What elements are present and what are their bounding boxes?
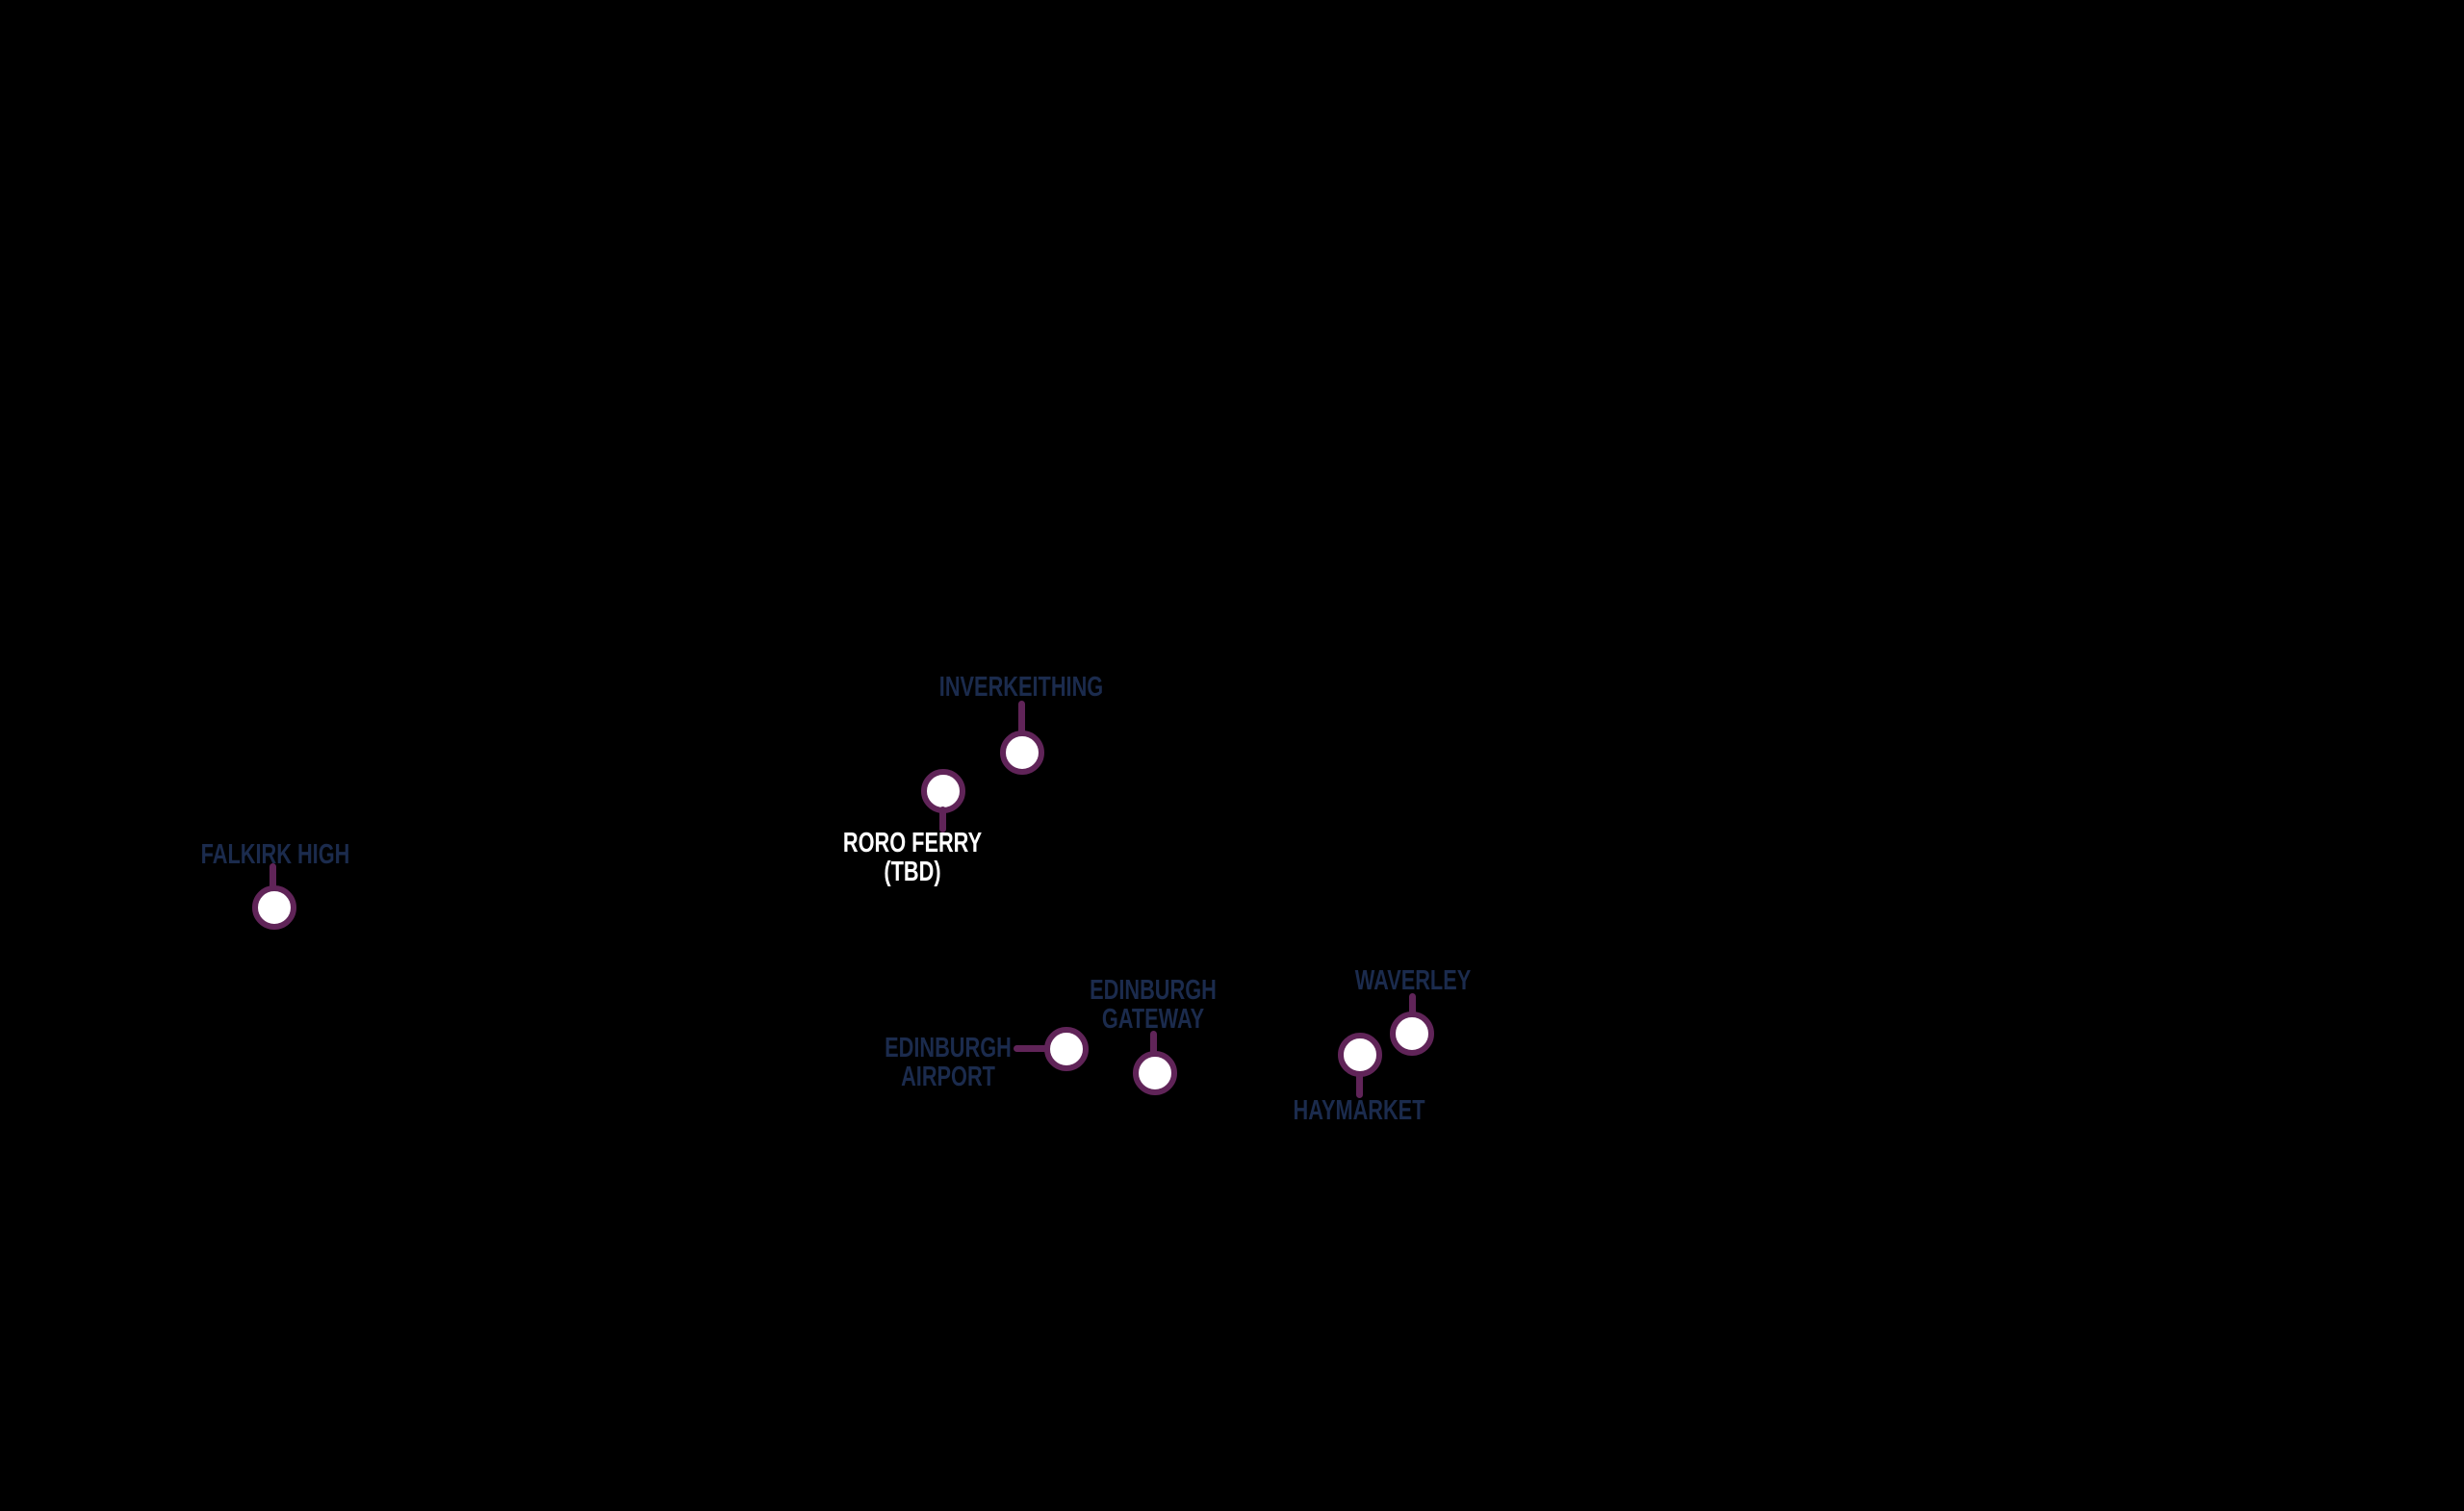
station-marker bbox=[1133, 1051, 1177, 1095]
station-label: HAYMARKET bbox=[1294, 1096, 1425, 1125]
station-label-line: WAVERLEY bbox=[1354, 965, 1472, 996]
station-stem-line bbox=[1356, 1072, 1363, 1098]
station-label-line: INVERKEITHING bbox=[938, 672, 1104, 703]
station-label-line: AIRPORT bbox=[901, 1062, 995, 1092]
station-label: EDINBURGH AIRPORT bbox=[885, 1034, 1012, 1091]
station-marker bbox=[1000, 730, 1044, 775]
station-label: INVERKEITHING bbox=[939, 673, 1103, 702]
station-marker bbox=[1338, 1033, 1382, 1077]
station-marker bbox=[921, 769, 965, 813]
station-label-line: EDINBURGH bbox=[885, 1033, 1012, 1063]
station-label: FALKIRK HIGH bbox=[201, 840, 350, 869]
station-stem-line bbox=[1150, 1031, 1157, 1055]
station-stem-line bbox=[1409, 993, 1416, 1015]
station-label: RORO FERRY (TBD) bbox=[843, 829, 982, 886]
station-label-line: (TBD) bbox=[884, 857, 941, 887]
station-marker bbox=[1390, 1012, 1434, 1056]
station-label: WAVERLEY bbox=[1355, 966, 1471, 995]
station-label-line: FALKIRK HIGH bbox=[200, 839, 350, 870]
station-stem-line bbox=[1018, 701, 1025, 734]
station-marker bbox=[1044, 1027, 1089, 1071]
station-marker bbox=[252, 885, 296, 930]
station-label-line: RORO FERRY bbox=[842, 828, 983, 858]
station-label-line: GATEWAY bbox=[1101, 1004, 1205, 1035]
station-stem-line bbox=[939, 807, 946, 832]
station-label: EDINBURGH GATEWAY bbox=[1090, 976, 1217, 1034]
station-label-line: HAYMARKET bbox=[1293, 1095, 1425, 1126]
station-stem-line bbox=[1014, 1045, 1048, 1052]
station-stem-line bbox=[270, 863, 276, 892]
station-label-line: EDINBURGH bbox=[1090, 975, 1217, 1006]
